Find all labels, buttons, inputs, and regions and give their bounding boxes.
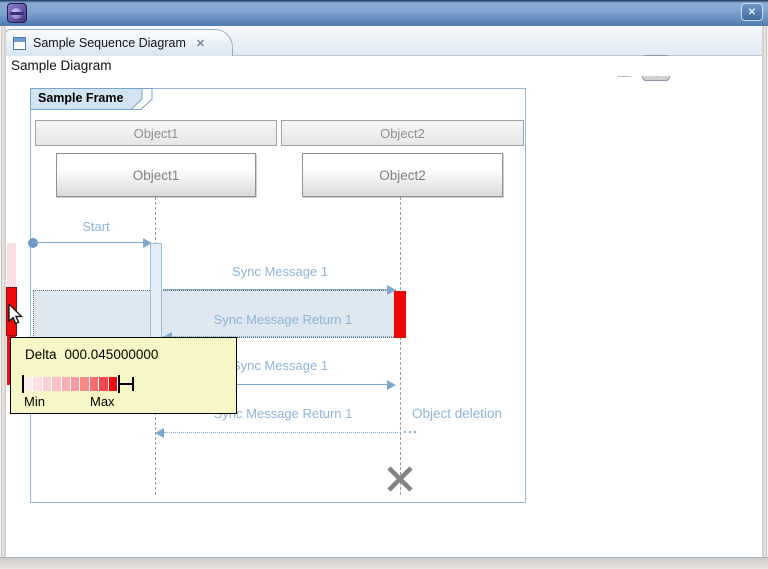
- window-border-bottom: [0, 557, 768, 569]
- sync-message-2-label[interactable]: Sync Message 1: [231, 358, 329, 373]
- sync-message-2-arrowhead-icon: [387, 380, 396, 390]
- scale-start-tick: [22, 375, 24, 393]
- scale-color-segment: [70, 377, 81, 391]
- object1-header-label: Object1: [133, 125, 179, 141]
- scale-end-tick: [131, 377, 134, 391]
- sync-message-return-1-label[interactable]: Sync Message Return 1: [213, 312, 353, 327]
- frame-label[interactable]: Sample Frame: [38, 91, 124, 105]
- diagram-breadcrumb: Sample Diagram: [6, 56, 762, 76]
- object2-header-bar[interactable]: Object2: [281, 120, 524, 146]
- delta-label: Delta: [25, 347, 57, 362]
- window-border-right: [762, 26, 768, 569]
- start-message-line[interactable]: [33, 242, 150, 243]
- delta-scale: [22, 374, 134, 394]
- scale-extension-line: [119, 383, 132, 385]
- sync-message-2-line[interactable]: [163, 384, 389, 385]
- sync-message-return-2-line[interactable]: [164, 432, 398, 433]
- delta-row: Delta 000.045000000: [25, 347, 158, 362]
- scale-color-segment: [33, 377, 43, 391]
- sync-message-1-line[interactable]: [163, 289, 389, 290]
- tab-title: Sample Sequence Diagram: [33, 36, 186, 50]
- start-message-label[interactable]: Start: [82, 219, 110, 234]
- window-border-left: [0, 26, 6, 569]
- sync-message-return-2-label[interactable]: Sync Message Return 1: [213, 406, 353, 421]
- scale-color-segment: [80, 377, 90, 391]
- object2-header-label: Object2: [380, 125, 425, 141]
- scale-min-label: Min: [24, 394, 45, 409]
- tab-close-icon[interactable]: ✕: [195, 37, 206, 50]
- scale-color-segment: [42, 377, 53, 391]
- delta-tooltip: Delta 000.045000000 Min Max: [10, 337, 237, 414]
- found-message-circle: [28, 238, 38, 248]
- sequence-frame[interactable]: [30, 88, 526, 503]
- scale-max-label: Max: [90, 394, 115, 409]
- scale-color-segment: [61, 377, 71, 391]
- window-titlebar: ✕: [0, 0, 768, 26]
- scale-color-segment: [52, 377, 62, 391]
- scale-value-tick: [117, 375, 120, 393]
- object-deletion-cross-icon: [387, 466, 413, 492]
- eclipse-app-icon[interactable]: [7, 3, 27, 23]
- window-close-button[interactable]: ✕: [741, 3, 763, 21]
- scale-color-segment: [99, 377, 109, 391]
- scale-color-segment: [89, 377, 100, 391]
- truncation-ellipsis: ...: [403, 421, 419, 436]
- selected-time-range[interactable]: [33, 290, 396, 338]
- object2-box[interactable]: Object2: [302, 153, 503, 197]
- object1-box[interactable]: Object1: [56, 153, 256, 197]
- object2-box-label: Object2: [379, 167, 426, 183]
- scale-color-segment: [108, 377, 118, 391]
- scale-color-segment: [24, 377, 34, 391]
- view-window-icon: [13, 36, 26, 50]
- object-deletion-label: Object deletion: [412, 406, 503, 421]
- sync-message-1-label[interactable]: Sync Message 1: [231, 264, 329, 279]
- editor-tabstrip: Sample Sequence Diagram ✕: [0, 26, 768, 81]
- mouse-cursor-icon: [8, 304, 24, 325]
- frame-label-pentagon[interactable]: [30, 88, 156, 111]
- object2-execution-bar[interactable]: [394, 291, 406, 338]
- sync-message-return-1-line[interactable]: [163, 336, 394, 337]
- tab-sample-sequence-diagram[interactable]: Sample Sequence Diagram ✕: [4, 29, 233, 56]
- object1-box-label: Object1: [132, 167, 180, 183]
- start-arrowhead-icon: [143, 238, 152, 248]
- sync-message-return-2-arrowhead-icon: [155, 428, 164, 438]
- time-compression-segment-small[interactable]: [7, 243, 16, 288]
- object2-lifeline[interactable]: [400, 197, 401, 495]
- object1-header-bar[interactable]: Object1: [35, 120, 277, 146]
- tooltip-scale-segments: [24, 377, 118, 391]
- delta-value: 000.045000000: [64, 347, 159, 362]
- sync-message-1-arrowhead-icon: [387, 285, 396, 295]
